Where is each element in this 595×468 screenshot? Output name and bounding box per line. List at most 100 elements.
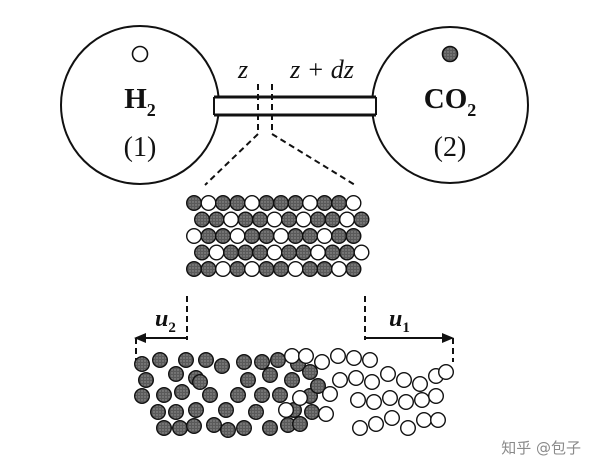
co2-molecule	[272, 387, 289, 404]
co2-molecule	[200, 227, 217, 244]
right-bulb-species: CO2	[424, 83, 477, 120]
hydrogen-molecule	[384, 410, 401, 427]
co2-molecule	[155, 387, 172, 404]
co2-molecule	[214, 194, 231, 211]
co2-molecule	[251, 244, 268, 261]
left-bulb-species: H2	[124, 83, 156, 120]
co2-molecule	[187, 402, 204, 419]
hydrogen-molecule	[322, 386, 339, 403]
co2-molecule	[281, 244, 298, 261]
co2-molecule	[295, 244, 312, 261]
co2-molecule	[193, 211, 210, 228]
co2-molecule	[353, 211, 370, 228]
co2-molecule	[177, 352, 194, 369]
co2-molecule	[339, 244, 356, 261]
co2-molecule	[214, 227, 231, 244]
hydrogen-molecule	[295, 211, 312, 228]
velocity-right-label: u1	[389, 306, 410, 336]
co2-molecule	[281, 211, 298, 228]
co2-molecule	[185, 194, 202, 211]
co2-molecule	[302, 227, 319, 244]
co2-molecule	[149, 404, 166, 421]
co2-molecule	[205, 417, 222, 434]
connecting-tube	[213, 95, 377, 117]
hydrogen-molecule	[339, 211, 356, 228]
co2-molecule	[284, 372, 301, 389]
hydrogen-molecule	[332, 372, 349, 389]
hydrogen-molecule	[428, 388, 445, 405]
hydrogen-molecule	[345, 194, 362, 211]
co2-molecule	[200, 261, 217, 278]
hydrogen-molecule	[362, 352, 379, 369]
co2-molecule	[201, 387, 218, 404]
co2-molecule	[213, 358, 230, 375]
hydrogen-molecule	[366, 394, 383, 411]
hydrogen-molecule	[222, 211, 239, 228]
hydrogen-molecule	[273, 227, 290, 244]
co2-molecule	[273, 194, 290, 211]
diffused-molecules	[133, 348, 455, 439]
co2-molecule	[292, 416, 309, 433]
hydrogen-molecule	[266, 244, 283, 261]
hydrogen-molecule	[287, 261, 304, 278]
co2-molecule	[253, 387, 270, 404]
hydrogen-molecule	[214, 261, 231, 278]
hydrogen-molecule	[229, 227, 246, 244]
hydrogen-molecule	[368, 416, 385, 433]
co2-molecule	[191, 374, 208, 391]
hydrogen-molecule	[398, 394, 415, 411]
co2-molecule	[237, 211, 254, 228]
co2-molecule	[155, 420, 172, 437]
hydrogen-molecule	[331, 261, 348, 278]
right-bulb-index: (2)	[434, 132, 467, 163]
hydrogen-molecule	[310, 244, 327, 261]
co2-molecule	[133, 388, 150, 405]
hydrogen-molecule	[396, 372, 413, 389]
hydrogen-molecule	[430, 412, 447, 429]
hydrogen-molecule	[200, 194, 217, 211]
hydrogen-molecule	[185, 227, 202, 244]
hydrogen-molecule	[284, 348, 301, 365]
hydrogen-molecule	[243, 194, 260, 211]
hydrogen-molecule	[314, 354, 331, 371]
hydrogen-molecule	[243, 261, 260, 278]
co2-molecule	[208, 211, 225, 228]
co2-molecule	[197, 352, 214, 369]
co2-molecule	[237, 244, 254, 261]
co2-molecule	[331, 227, 348, 244]
hydrogen-molecule-icon	[131, 45, 149, 63]
co2-molecule	[304, 404, 321, 421]
hydrogen-molecule	[412, 376, 429, 393]
hydrogen-molecule	[382, 390, 399, 407]
co2-molecule	[185, 418, 202, 435]
co2-molecule	[243, 227, 260, 244]
hydrogen-molecule	[292, 390, 309, 407]
watermark: 知乎 @包子	[501, 439, 581, 457]
co2-molecule	[229, 261, 246, 278]
hydrogen-molecule	[316, 227, 333, 244]
co2-molecule	[324, 244, 341, 261]
co2-molecule	[316, 194, 333, 211]
co2-molecule	[273, 261, 290, 278]
hydrogen-molecule	[330, 348, 347, 365]
hydrogen-molecule	[350, 392, 367, 409]
left-bulb-index: (1)	[124, 132, 157, 163]
hydrogen-molecule	[266, 211, 283, 228]
hydrogen-molecule	[318, 406, 335, 423]
co2-molecule-icon	[441, 45, 459, 63]
hydrogen-molecule	[346, 350, 363, 367]
hydrogen-molecule	[278, 402, 295, 419]
hydrogen-molecule	[364, 374, 381, 391]
co2-molecule	[302, 261, 319, 278]
co2-molecule	[219, 422, 236, 439]
co2-molecule	[229, 387, 246, 404]
hydrogen-molecule	[380, 366, 397, 383]
co2-molecule	[239, 372, 256, 389]
hydrogen-molecule	[438, 364, 455, 381]
hydrogen-molecule	[414, 392, 431, 409]
co2-molecule	[137, 372, 154, 389]
co2-molecule	[316, 261, 333, 278]
co2-molecule	[287, 227, 304, 244]
